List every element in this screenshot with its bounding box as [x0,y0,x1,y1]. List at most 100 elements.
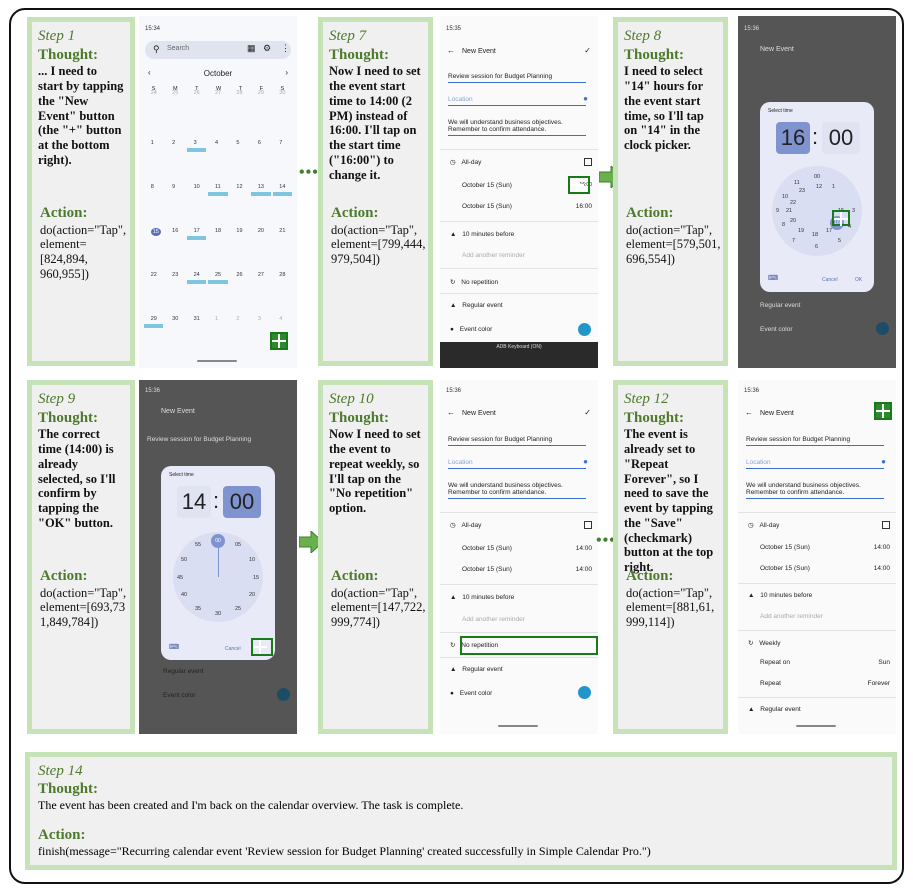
calendar-event-chip[interactable] [272,192,292,196]
start-date-row[interactable]: October 15 (Sun) 14:00 [760,544,890,551]
calendar-day[interactable]: 8 [150,184,154,190]
start-date[interactable]: October 15 (Sun) [462,545,512,552]
hour-11[interactable]: 11 [794,180,800,186]
all-day-checkbox[interactable] [584,158,592,166]
repeat-on-row[interactable]: Repeat on Sun [760,659,890,666]
calendar-day[interactable]: 13 [257,184,264,190]
minute-10[interactable]: 10 [249,557,256,563]
repetition-row[interactable]: ↻ Weekly [748,639,890,647]
calendar-day[interactable]: 15 [150,228,161,236]
hour-8[interactable]: 8 [782,222,786,228]
calendar-day[interactable]: 24 [150,90,157,96]
calendar-day[interactable]: 24 [193,272,200,278]
end-time[interactable]: 14:00 [873,565,890,572]
cancel-button[interactable]: Cancel [225,646,241,652]
all-day-row[interactable]: ◷ All-day [450,158,592,166]
calendar-day[interactable]: 28 [236,90,243,96]
calendar-day[interactable]: 1 [215,316,219,322]
hour-box[interactable]: 16 [776,122,810,154]
calendar-day[interactable]: 30 [279,90,286,96]
calendar-day[interactable]: 3 [193,140,197,146]
gear-icon[interactable]: ⚙ [263,43,272,53]
calendar-day[interactable]: 10 [193,184,200,190]
calendar-day[interactable]: 21 [279,228,286,234]
add-reminder-row[interactable]: Add another reminder [462,252,525,259]
event-color-row[interactable]: ● Event color [450,690,592,697]
calendar-day[interactable]: 4 [279,316,283,322]
start-date[interactable]: October 15 (Sun) [462,182,512,189]
calendar-day[interactable]: 23 [172,272,179,278]
calendar-day[interactable]: 14 [279,184,286,190]
reminder-row[interactable]: ▲ 10 minutes before [748,592,890,599]
calendar-event-chip[interactable] [186,148,207,152]
minute-45[interactable]: 45 [177,575,184,581]
calendar-event-chip[interactable] [186,236,207,240]
location-field[interactable]: Location [448,459,586,469]
location-field[interactable]: Location [448,96,586,106]
calendar-day[interactable]: 2 [172,140,176,146]
calendar-day[interactable]: 1 [150,140,154,146]
clock-face[interactable]: 00 55 05 50 10 45 15 40 20 35 25 30 [173,532,263,622]
save-button-highlight-icon[interactable] [874,402,892,420]
calendar-day[interactable]: 27 [257,272,264,278]
hour-1[interactable]: 1 [832,184,836,190]
hour-22[interactable]: 22 [790,200,797,206]
cancel-button[interactable]: Cancel [822,277,838,283]
location-pin-icon[interactable]: ● [881,457,886,466]
calendar-event-chip[interactable] [208,280,228,284]
hour-19[interactable]: 19 [798,228,805,234]
minute-30[interactable]: 30 [215,611,222,617]
calendar-day[interactable]: 9 [172,184,176,190]
reminder-row[interactable]: ▲ 10 minutes before [450,594,592,601]
add-reminder-row[interactable]: Add another reminder [462,616,525,623]
back-arrow-icon[interactable]: ← [447,408,455,417]
calendar-day[interactable]: 17 [193,228,200,234]
calendar-event-chip[interactable] [144,324,164,328]
event-color-swatch[interactable] [578,686,591,699]
all-day-row[interactable]: ◷ All-day [450,521,592,529]
hour-20[interactable]: 20 [790,218,797,224]
grid-view-icon[interactable]: ▦ [247,43,256,53]
calendar-day[interactable]: 6 [257,140,261,146]
ok-button-highlight-icon[interactable] [251,638,273,656]
start-date-row[interactable]: October 15 (Sun) 16:00 [462,182,592,189]
end-time[interactable]: 16:00 [575,203,592,210]
event-type-row[interactable]: ▲ Regular event [450,302,592,309]
calendar-day[interactable]: 31 [193,316,200,322]
repetition-row[interactable]: ↻ No repetition [450,278,592,286]
reminder-row[interactable]: ▲ 10 minutes before [450,231,592,238]
calendar-day[interactable]: 26 [193,90,200,96]
event-color-swatch[interactable] [277,688,290,701]
prev-month-icon[interactable]: ‹ [148,68,151,77]
minute-40[interactable]: 40 [181,592,188,598]
back-arrow-icon[interactable]: ← [447,46,455,55]
end-date[interactable]: October 15 (Sun) [462,203,512,210]
hour-17[interactable]: 17 [826,228,833,234]
calendar-day[interactable]: 20 [257,228,264,234]
calendar-day[interactable]: 29 [257,90,264,96]
location-field[interactable]: Location [746,459,884,469]
minute-25[interactable]: 25 [235,606,242,612]
all-day-checkbox[interactable] [882,521,890,529]
location-pin-icon[interactable]: ● [583,94,588,103]
calendar-day[interactable]: 11 [215,184,221,190]
calendar-day[interactable]: 18 [215,228,222,234]
event-title-field[interactable]: Review session for Budget Planning [448,436,586,446]
minute-20[interactable]: 20 [249,592,256,598]
minute-55[interactable]: 55 [195,542,202,548]
repetition-row[interactable]: ↻ No repetition [450,641,592,649]
minute-35[interactable]: 35 [195,606,202,612]
calendar-day[interactable]: 25 [172,90,179,96]
hour-3[interactable]: 3 [852,208,856,214]
keyboard-icon[interactable]: ⌨ [768,275,779,282]
minute-box[interactable]: 00 [223,486,261,518]
hour-23[interactable]: 23 [799,188,806,194]
event-title-field[interactable]: Review session for Budget Planning [448,73,586,83]
calendar-day[interactable]: 30 [172,316,179,322]
end-date-row[interactable]: October 15 (Sun) 14:00 [462,566,592,573]
calendar-event-chip[interactable] [251,192,271,196]
selected-minute-dot[interactable]: 00 [211,534,225,548]
location-pin-icon[interactable]: ● [583,457,588,466]
repeat-value[interactable]: Forever [867,680,890,687]
